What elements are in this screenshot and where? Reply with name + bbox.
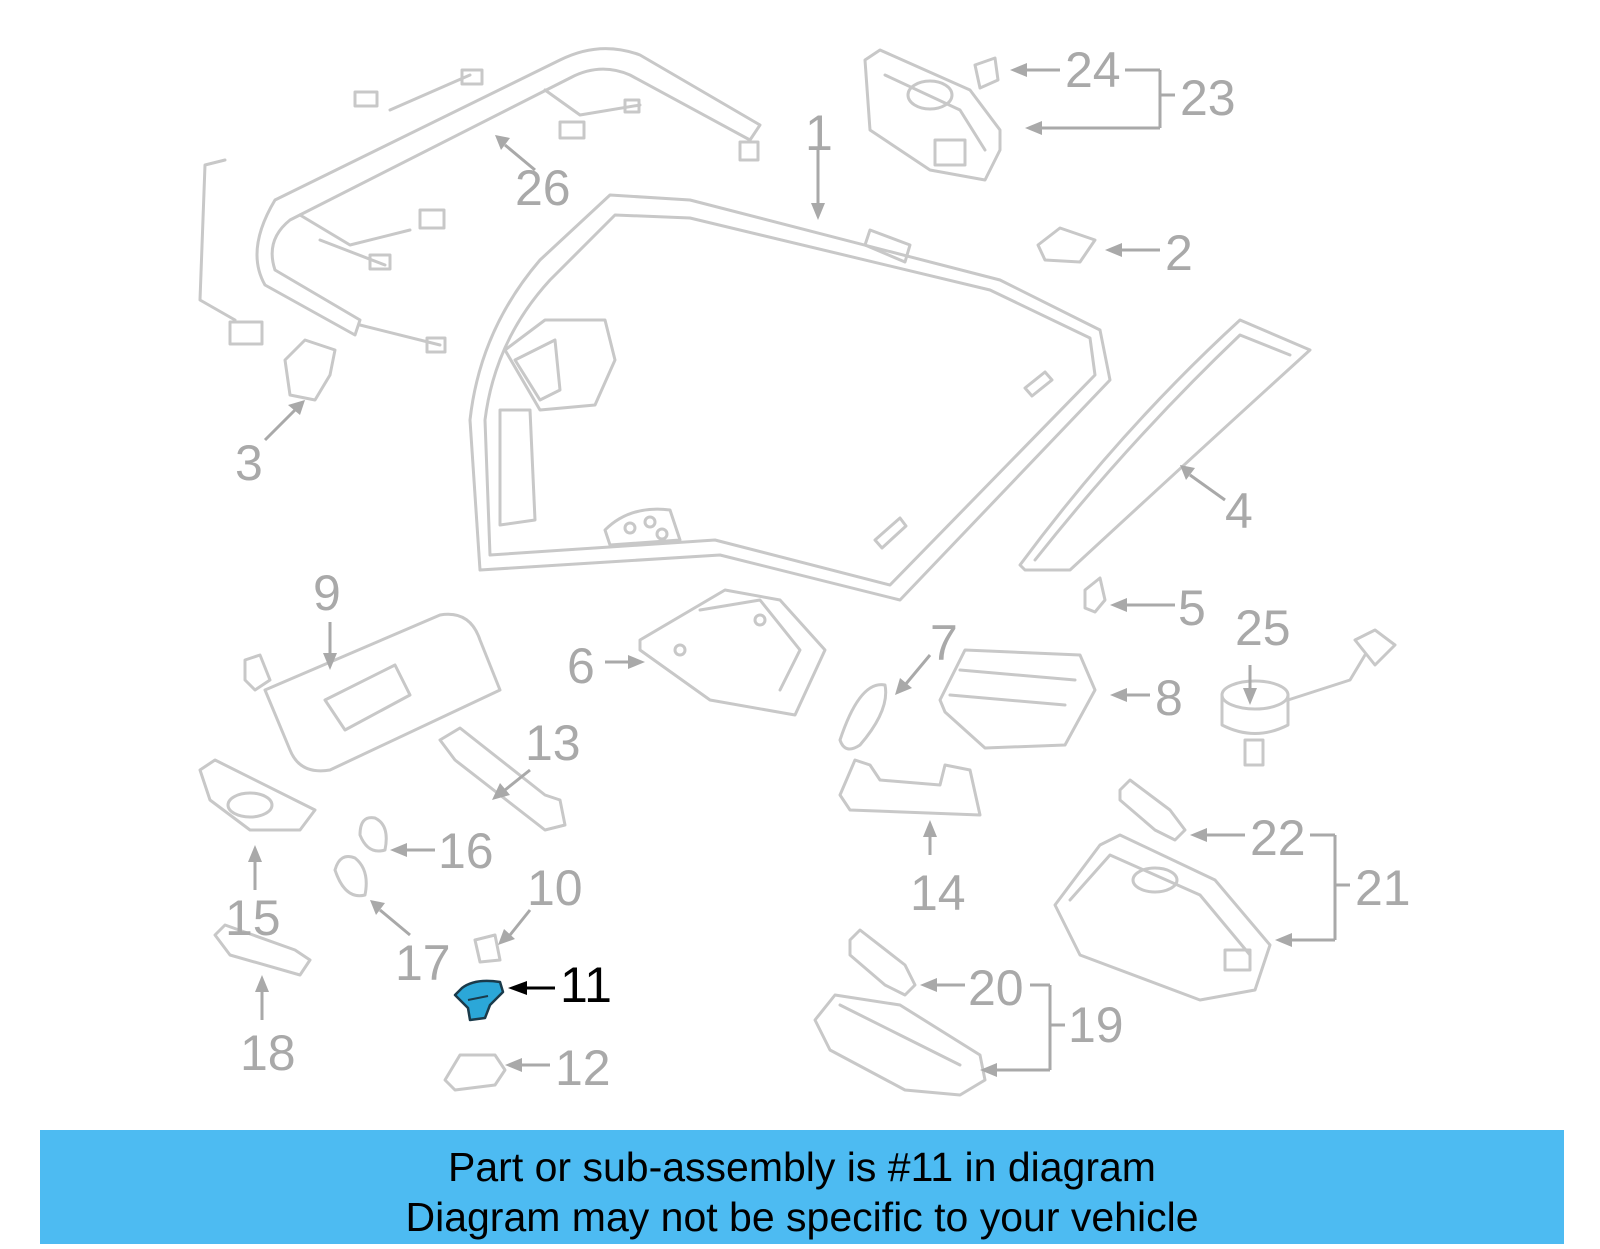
callout-23: 23 [1180,70,1236,126]
callout-11: 11 [560,957,612,1013]
callout-21: 21 [1355,860,1411,916]
part-4-pillar-trim [1018,318,1312,572]
callout-19: 19 [1068,997,1124,1053]
callout-12: 12 [555,1040,611,1096]
callout-9: 9 [313,565,341,621]
banner-line-2: Diagram may not be specific to your vehi… [405,1194,1199,1240]
callout-25: 25 [1235,600,1291,656]
callout-18: 18 [240,1025,296,1081]
leader-lines [248,63,1350,1077]
callout-2: 2 [1165,225,1193,281]
part-2-pad [1036,226,1097,264]
part-1-headliner [468,193,1112,602]
callout-26: 26 [515,160,571,216]
part-23-console [863,48,1002,182]
callout-6: 6 [567,638,595,694]
part-20-bulb [848,928,917,997]
callout-4: 4 [1225,483,1253,539]
info-banner: Part or sub-assembly is #11 in diagram D… [40,1130,1564,1244]
part-12-cap [443,1053,507,1092]
part-19-lamp-assembly [813,993,987,1097]
callout-7: 7 [930,615,958,671]
callout-8: 8 [1155,670,1183,726]
part-14-bracket [838,758,982,817]
callout-labels: 1 2 3 4 5 6 7 8 9 10 11 12 13 14 15 16 1… [225,42,1411,1096]
part-21-overhead-console [1053,833,1272,1002]
part-11-highlighted [453,979,505,1022]
part-24-clip [973,56,1000,90]
part-3-cover [283,338,337,402]
callout-16: 16 [438,823,494,879]
banner-line-1: Part or sub-assembly is #11 in diagram [448,1144,1156,1190]
part-13-grab-handle [438,726,567,832]
part-16-lens [358,816,388,853]
part-18-handle [213,923,312,977]
callout-14: 14 [910,865,966,921]
callout-3: 3 [235,435,263,491]
part-6-bracket-panel [638,588,827,717]
part-9-sun-visor [243,612,502,773]
part-5-bracket [1083,576,1107,614]
part-22-bulb [1118,778,1187,842]
part-15-light-housing [198,758,317,832]
callout-13: 13 [525,715,581,771]
part-7-gasket [838,683,888,751]
callout-15: 15 [225,890,281,946]
part-26-wiring-harness [198,47,762,354]
part-17-lens [333,855,368,898]
callout-5: 5 [1178,580,1206,636]
callout-17: 17 [395,935,451,991]
callout-20: 20 [968,960,1024,1016]
part-8-cover [938,648,1097,750]
part-10-cover [473,933,502,964]
part-25-sensor [1220,628,1397,767]
callout-1: 1 [805,105,833,161]
callout-24: 24 [1065,42,1121,98]
callout-22: 22 [1250,810,1306,866]
callout-10: 10 [527,860,583,916]
